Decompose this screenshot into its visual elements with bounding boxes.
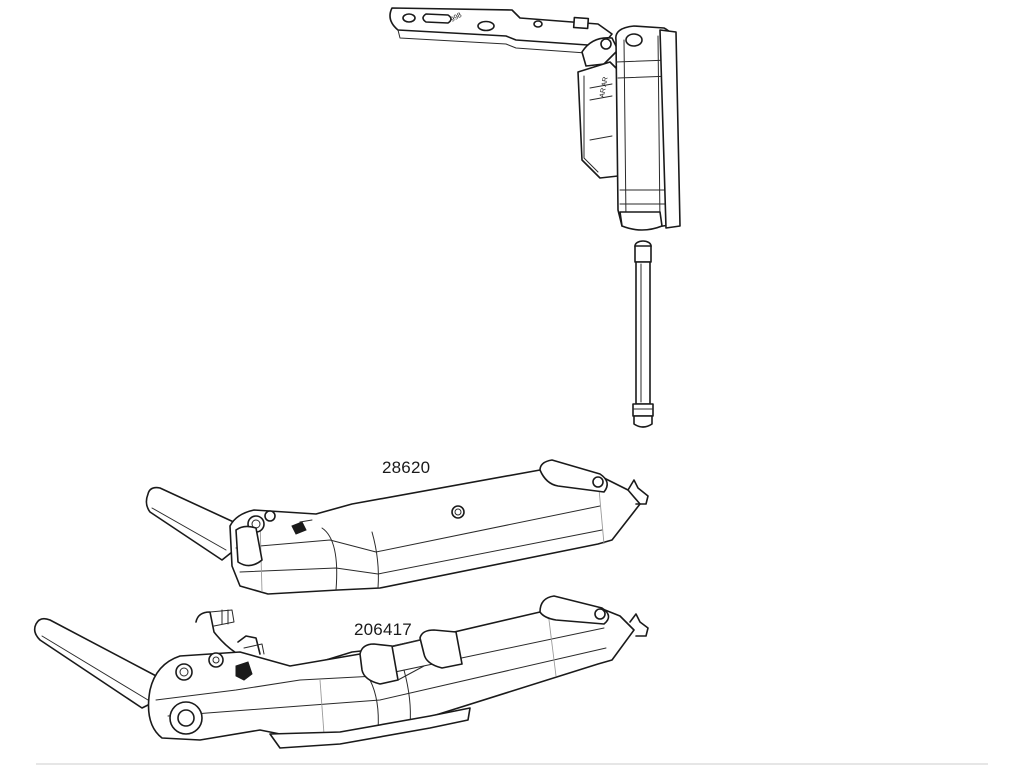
leaf-notch <box>572 16 590 30</box>
part-number-label-upper: 28620 <box>382 458 431 477</box>
bottom-divider <box>36 763 988 765</box>
lower-bracket-arm <box>33 617 161 709</box>
svg-text:998: 998 <box>450 12 464 24</box>
leaf-hole <box>477 20 495 32</box>
leaf-hole <box>402 13 416 23</box>
lower-bracket-knuckle <box>359 643 399 685</box>
leaf-hole <box>533 20 543 28</box>
lower-bracket-knuckle <box>419 629 463 669</box>
part-number-label-lower: 206417 <box>354 620 412 639</box>
upper-bracket <box>145 459 649 595</box>
hinge-assembly: 998 AR AR <box>389 7 681 231</box>
lower-bracket <box>33 595 649 749</box>
leaf-slot <box>422 13 452 24</box>
svg-text:AR AR: AR AR <box>599 76 610 98</box>
hinge-pin <box>632 240 654 428</box>
